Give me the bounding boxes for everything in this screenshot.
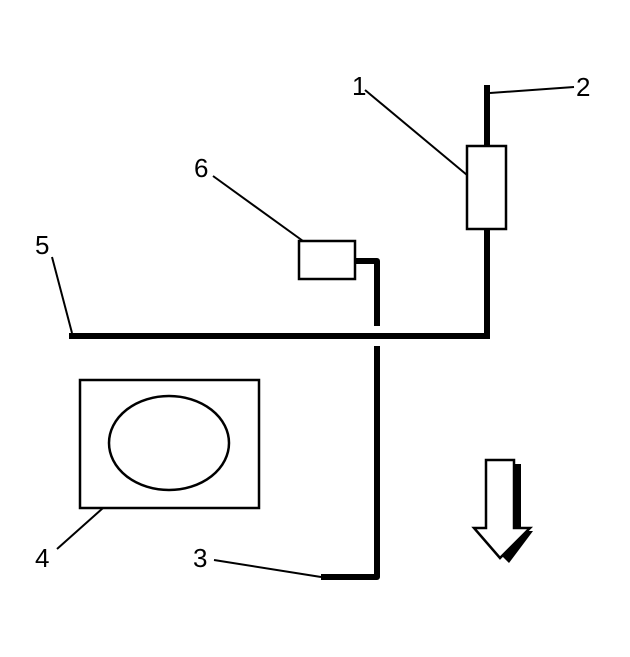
callout-2: 2 [576, 72, 590, 102]
callout-5: 5 [35, 230, 49, 260]
line-from-component-6-upper [355, 258, 380, 326]
leader-line-4 [56, 507, 104, 550]
component-1 [465, 144, 508, 231]
leader-line-6 [212, 175, 304, 242]
leader-line-3 [213, 559, 322, 578]
down-arrow-body [471, 458, 534, 560]
component-6 [297, 239, 357, 281]
callout-6: 6 [194, 153, 208, 183]
leader-line-5 [51, 256, 73, 334]
component-4 [78, 378, 261, 510]
leader-line-2 [489, 86, 575, 94]
line-from-component-6-lower [321, 346, 380, 580]
leader-line-1 [364, 89, 468, 176]
callout-3: 3 [193, 543, 207, 573]
callout-1: 1 [352, 71, 366, 101]
component-4-oval [107, 394, 231, 492]
callout-4: 4 [35, 543, 49, 573]
down-arrow-icon [471, 458, 534, 563]
